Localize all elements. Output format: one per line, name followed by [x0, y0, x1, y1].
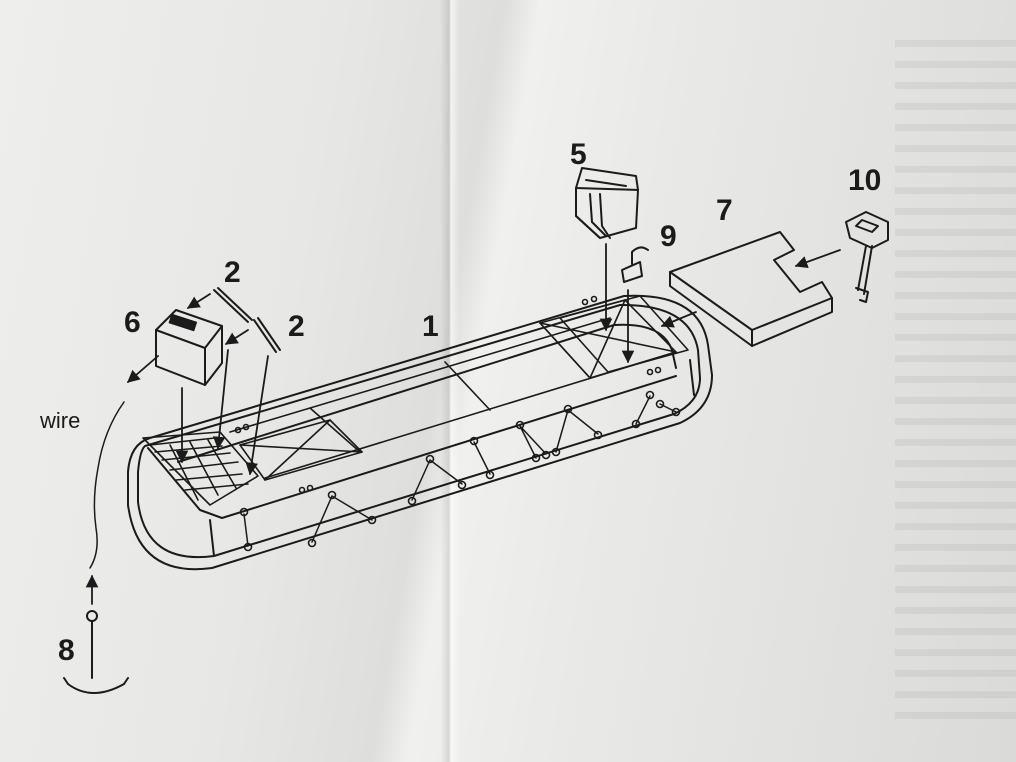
- electric-motor: [845, 211, 889, 303]
- callout-9: 9: [660, 220, 677, 253]
- callout-2a: 2: [224, 256, 241, 289]
- callout-8: 8: [58, 634, 75, 667]
- seat-board: [669, 231, 833, 347]
- show-through-text: [895, 40, 1016, 720]
- cushions: [575, 167, 639, 239]
- paper-fold: [440, 0, 460, 762]
- callout-2b: 2: [288, 310, 305, 343]
- wire-label: wire: [40, 408, 81, 433]
- wire-line: [89, 401, 125, 569]
- callout-1: 1: [422, 310, 439, 343]
- assembly-arrows: [85, 243, 841, 605]
- callout-6: 6: [124, 306, 141, 339]
- callout-5: 5: [570, 138, 587, 171]
- anchor: [63, 610, 129, 694]
- bow-seat: [142, 431, 259, 506]
- callout-7: 7: [716, 194, 733, 227]
- battery-box: [155, 309, 223, 386]
- side-rope: [243, 395, 677, 547]
- bracket: [621, 246, 649, 283]
- d-rings: [234, 295, 681, 552]
- rods: [213, 287, 281, 353]
- callout-10: 10: [848, 164, 882, 197]
